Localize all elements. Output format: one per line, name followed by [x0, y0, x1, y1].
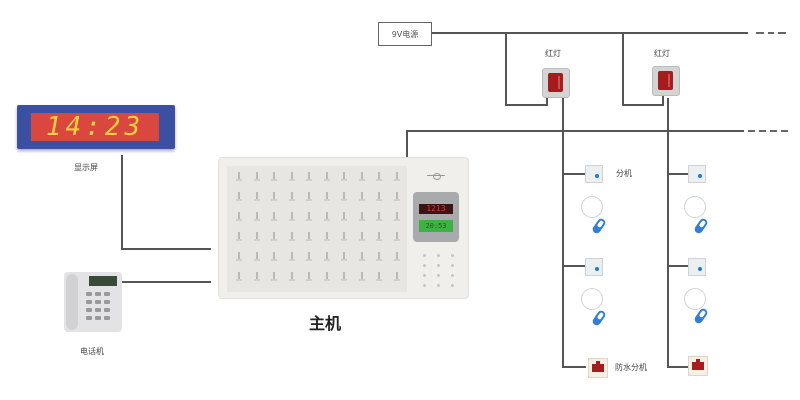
extension-unit-icon — [688, 258, 706, 276]
lamp1-power-drop — [505, 32, 507, 106]
signal-bus-continuation — [770, 130, 777, 132]
host-dialpad — [419, 250, 459, 294]
branch2-wp-tap — [667, 366, 689, 368]
call-button-icon — [591, 217, 607, 235]
host-led-red: 1213 — [419, 204, 453, 214]
power-bus-wire — [430, 32, 748, 34]
red-light-label: 红灯 — [654, 49, 670, 58]
call-cord-icon — [581, 196, 603, 218]
branch1-wp-tap — [562, 366, 586, 368]
waterproof-extension-icon — [588, 358, 608, 378]
host-led-green: 20:53 — [419, 220, 453, 232]
host-display-panel: 1213 20:53 — [413, 192, 459, 242]
display-wire — [121, 155, 123, 249]
red-light-icon — [652, 66, 680, 96]
lamp1-power-link — [505, 104, 548, 106]
display-time: 14:23 — [31, 112, 159, 142]
signal-bus-continuation — [759, 130, 766, 132]
lamp2-power-drop — [622, 32, 624, 106]
signal-bus-wire — [406, 130, 744, 132]
power-bus-continuation — [778, 32, 786, 34]
branch2-wire — [667, 98, 669, 366]
signal-bus-continuation — [781, 130, 788, 132]
power-supply-label: 9V电源 — [391, 29, 419, 39]
power-bus-continuation — [768, 32, 774, 34]
power-bus-continuation — [756, 32, 764, 34]
extension-unit-icon — [585, 165, 603, 183]
waterproof-extension-label: 防水分机 — [615, 363, 647, 372]
extension-unit-icon — [688, 165, 706, 183]
red-light-label: 红灯 — [545, 49, 561, 58]
phone-wire — [122, 281, 211, 283]
call-cord-icon — [684, 288, 706, 310]
branch1-wire — [562, 98, 564, 366]
call-button-icon — [693, 217, 709, 235]
host-machine: 1213 20:53 — [218, 157, 469, 299]
power-supply-box: 9V电源 — [378, 22, 432, 46]
call-button-icon — [591, 309, 607, 327]
branch2-ext2-tap — [667, 265, 689, 267]
telephone-label: 电话机 — [80, 347, 104, 356]
display-label: 显示屏 — [74, 163, 98, 172]
extension-label: 分机 — [616, 169, 632, 178]
host-label: 主机 — [309, 314, 342, 333]
signal-bus-continuation — [748, 130, 755, 132]
host-bus-riser — [406, 130, 408, 158]
call-cord-icon — [581, 288, 603, 310]
lamp2-power-stub — [662, 96, 664, 106]
host-logo-icon — [427, 173, 445, 180]
waterproof-extension-icon — [688, 356, 708, 376]
telephone-icon — [64, 272, 122, 332]
host-key-panel — [227, 166, 407, 292]
branch1-ext1-tap — [562, 173, 586, 175]
red-light-icon — [542, 68, 570, 98]
branch2-ext1-tap — [667, 173, 689, 175]
display-screen: 14:23 — [17, 105, 175, 149]
extension-unit-icon — [585, 258, 603, 276]
lamp2-power-link — [622, 104, 664, 106]
call-cord-icon — [684, 196, 706, 218]
display-wire-horizontal — [121, 248, 211, 250]
branch1-ext2-tap — [562, 265, 586, 267]
lamp1-power-stub — [546, 96, 548, 106]
